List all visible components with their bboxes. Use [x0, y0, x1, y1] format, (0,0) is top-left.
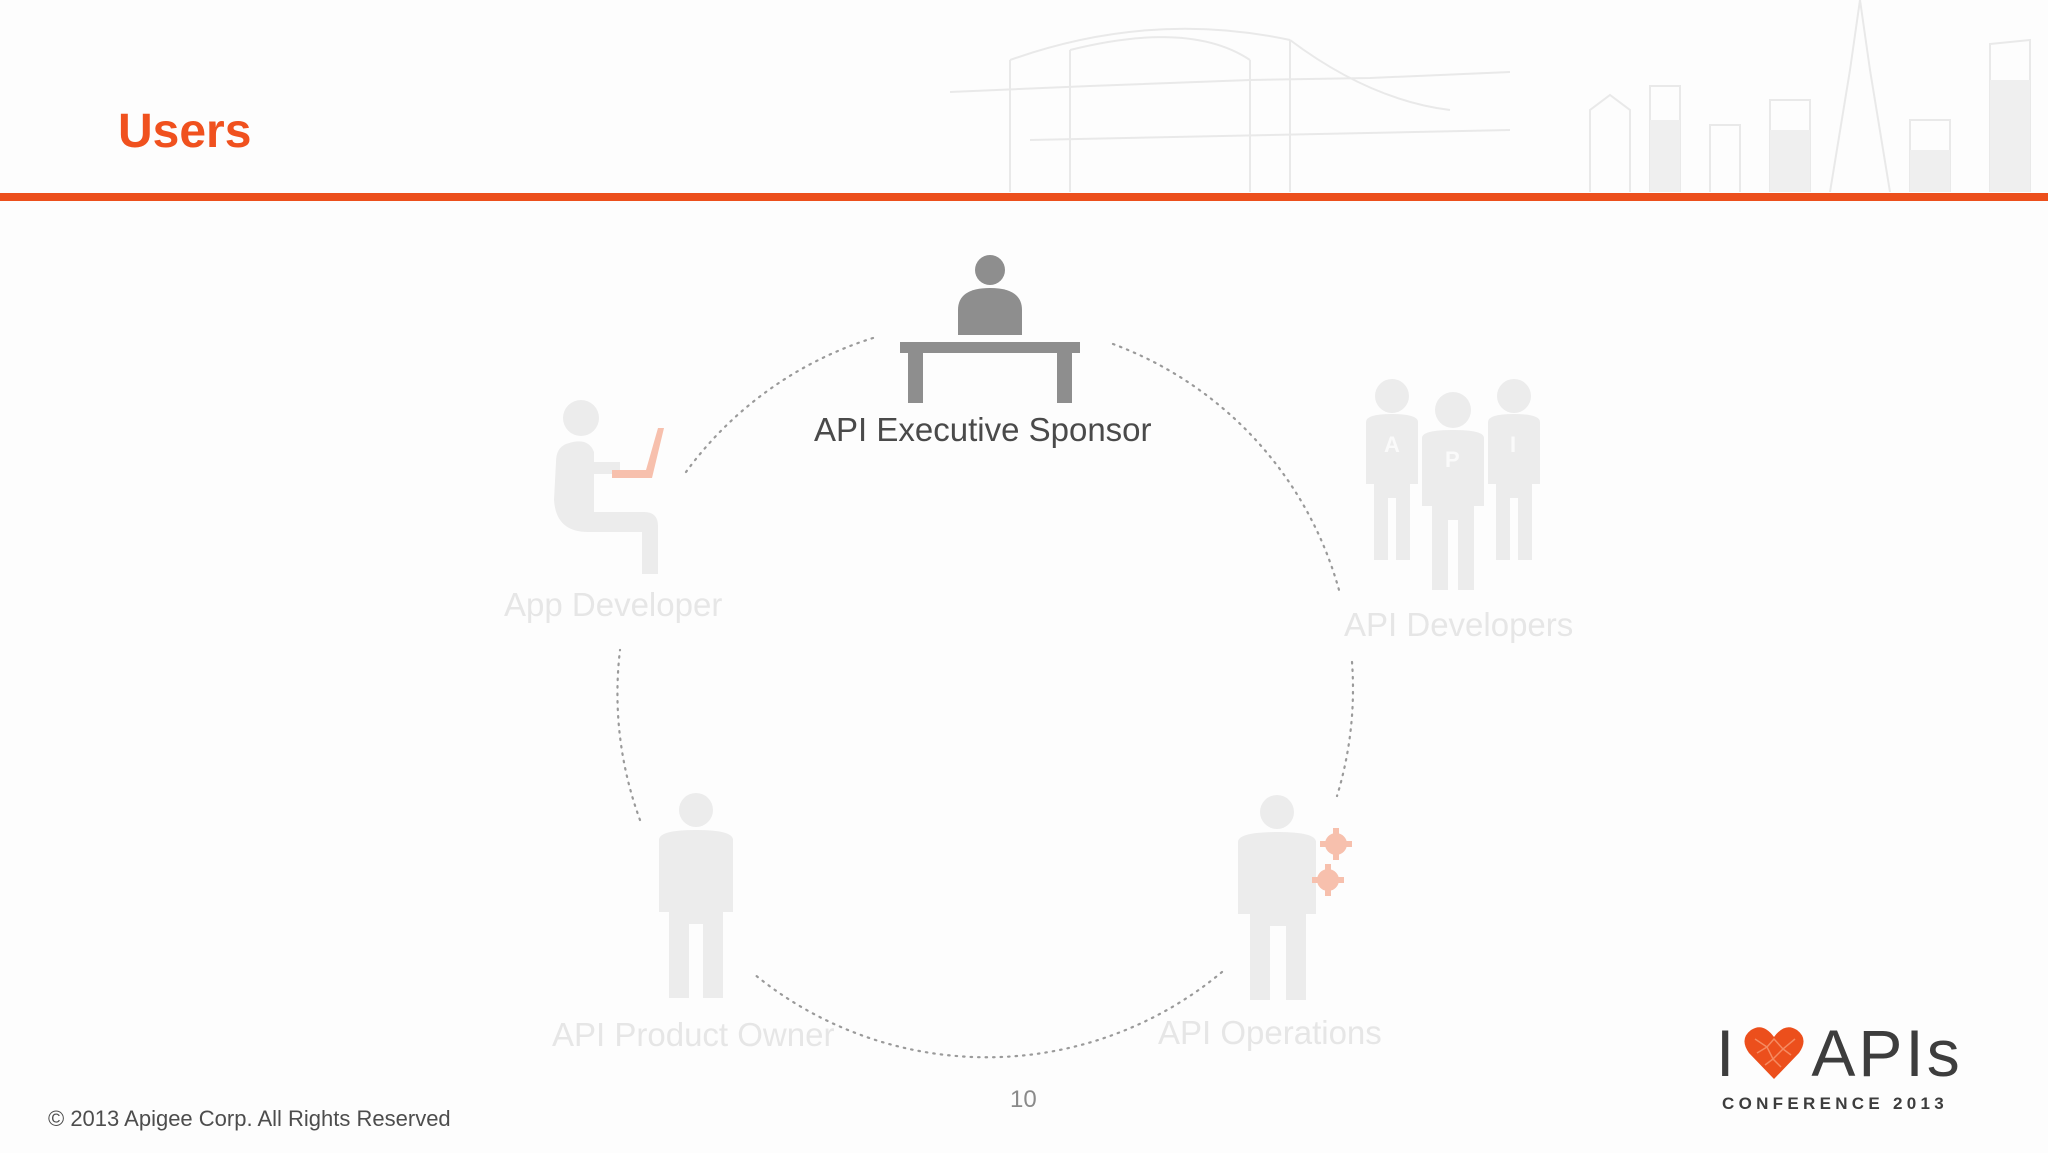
i-love-apis-logo: I APIs CONFERENCE 2013: [1716, 1020, 1960, 1116]
role-label-api-developers: API Developers: [1344, 606, 1574, 643]
role-label-api-product-owner: API Product Owner: [552, 1016, 835, 1053]
developer-group-icon: A P I: [1366, 379, 1540, 590]
logo-subtitle: CONFERENCE 2013: [1722, 1094, 1949, 1113]
executive-desk-icon: [900, 255, 1080, 403]
operations-gear-icon: [1238, 795, 1352, 1000]
group-letter-a: A: [1384, 432, 1400, 457]
page-number: 10: [1010, 1086, 1037, 1113]
logo-word: APIs: [1811, 1016, 1963, 1090]
person-icon: [659, 793, 733, 998]
logo-wordmark: I APIs: [1716, 1020, 1963, 1086]
laptop-user-icon: [554, 400, 664, 574]
logo-prefix: I: [1716, 1016, 1738, 1090]
copyright-text: © 2013 Apigee Corp. All Rights Reserved: [48, 1106, 451, 1131]
group-letter-i: I: [1510, 432, 1516, 457]
role-label-api-executive-sponsor: API Executive Sponsor: [814, 411, 1152, 448]
group-letter-p: P: [1445, 447, 1460, 472]
skyline-background: [950, 0, 2031, 192]
heart-icon: [1744, 1027, 1804, 1079]
title-divider: [0, 193, 2048, 201]
role-label-app-developer: App Developer: [504, 586, 723, 623]
role-label-api-operations: API Operations: [1158, 1014, 1382, 1051]
slide-title: Users: [118, 105, 252, 158]
